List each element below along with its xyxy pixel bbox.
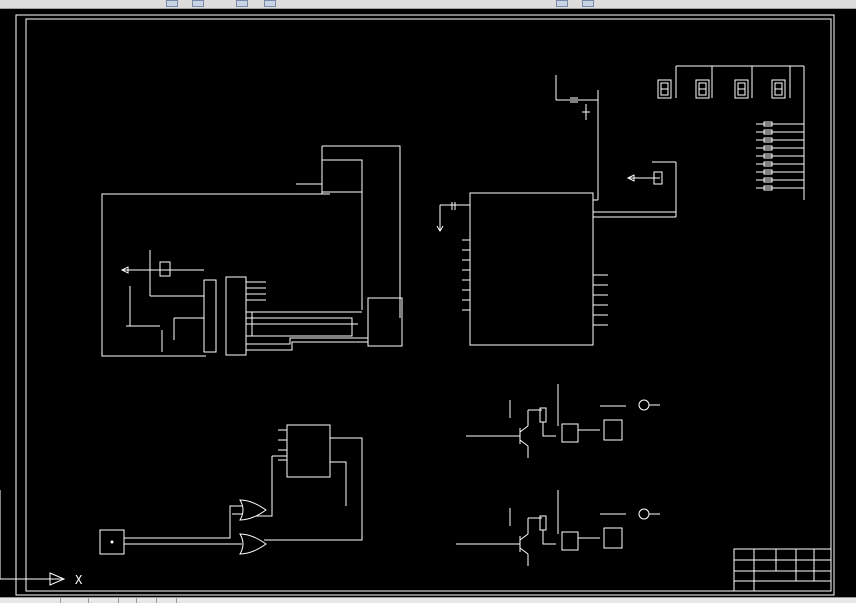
segment-resistor-array [756,121,804,191]
status-cell[interactable] [158,598,177,603]
seven-segment-digit-3 [734,66,753,99]
inner-border [25,18,832,592]
status-bar [0,597,856,603]
status-cell[interactable] [92,598,119,603]
gate-wiring [124,505,242,545]
reset-circuit [555,75,599,201]
seven-segment-display-group [657,65,805,200]
status-cell[interactable] [138,598,157,603]
help-icon[interactable] [582,0,594,7]
mcu-right-pins [593,274,608,326]
oscillator-sub-circuit [120,250,204,352]
crystal-oscillator [593,161,677,218]
interface-block [101,145,403,357]
outer-border [15,14,835,596]
signal-input-block [99,529,125,555]
power-arrow-left [436,202,470,232]
dual-ic-pins [246,281,266,301]
microcontroller-chip [462,192,608,346]
toolbar [0,0,856,9]
seven-segment-digit-2 [695,66,713,99]
seven-segment-digit-1 [657,66,677,99]
relay-driver-2 [456,490,660,566]
logic-ic-block [256,424,363,541]
status-cell[interactable] [62,598,89,603]
undo-icon[interactable] [236,0,248,7]
or-gate-2 [239,533,267,555]
zoom-icon[interactable] [264,0,276,7]
ucs-axis-icon: X [0,490,83,587]
circuit-schematic: X [0,14,835,596]
relay-driver-1 [466,384,660,458]
save-icon[interactable] [192,0,204,7]
status-cell[interactable] [30,598,61,603]
seven-segment-digit-4 [771,66,791,99]
or-gate-1 [239,499,267,521]
status-cell[interactable] [120,598,137,603]
layer-icon[interactable] [166,0,178,7]
ucs-axis-label: X [75,573,83,587]
drawing-canvas[interactable]: X [0,9,856,603]
pan-icon[interactable] [556,0,568,7]
mcu-left-pins [462,239,470,311]
title-block [733,548,832,592]
